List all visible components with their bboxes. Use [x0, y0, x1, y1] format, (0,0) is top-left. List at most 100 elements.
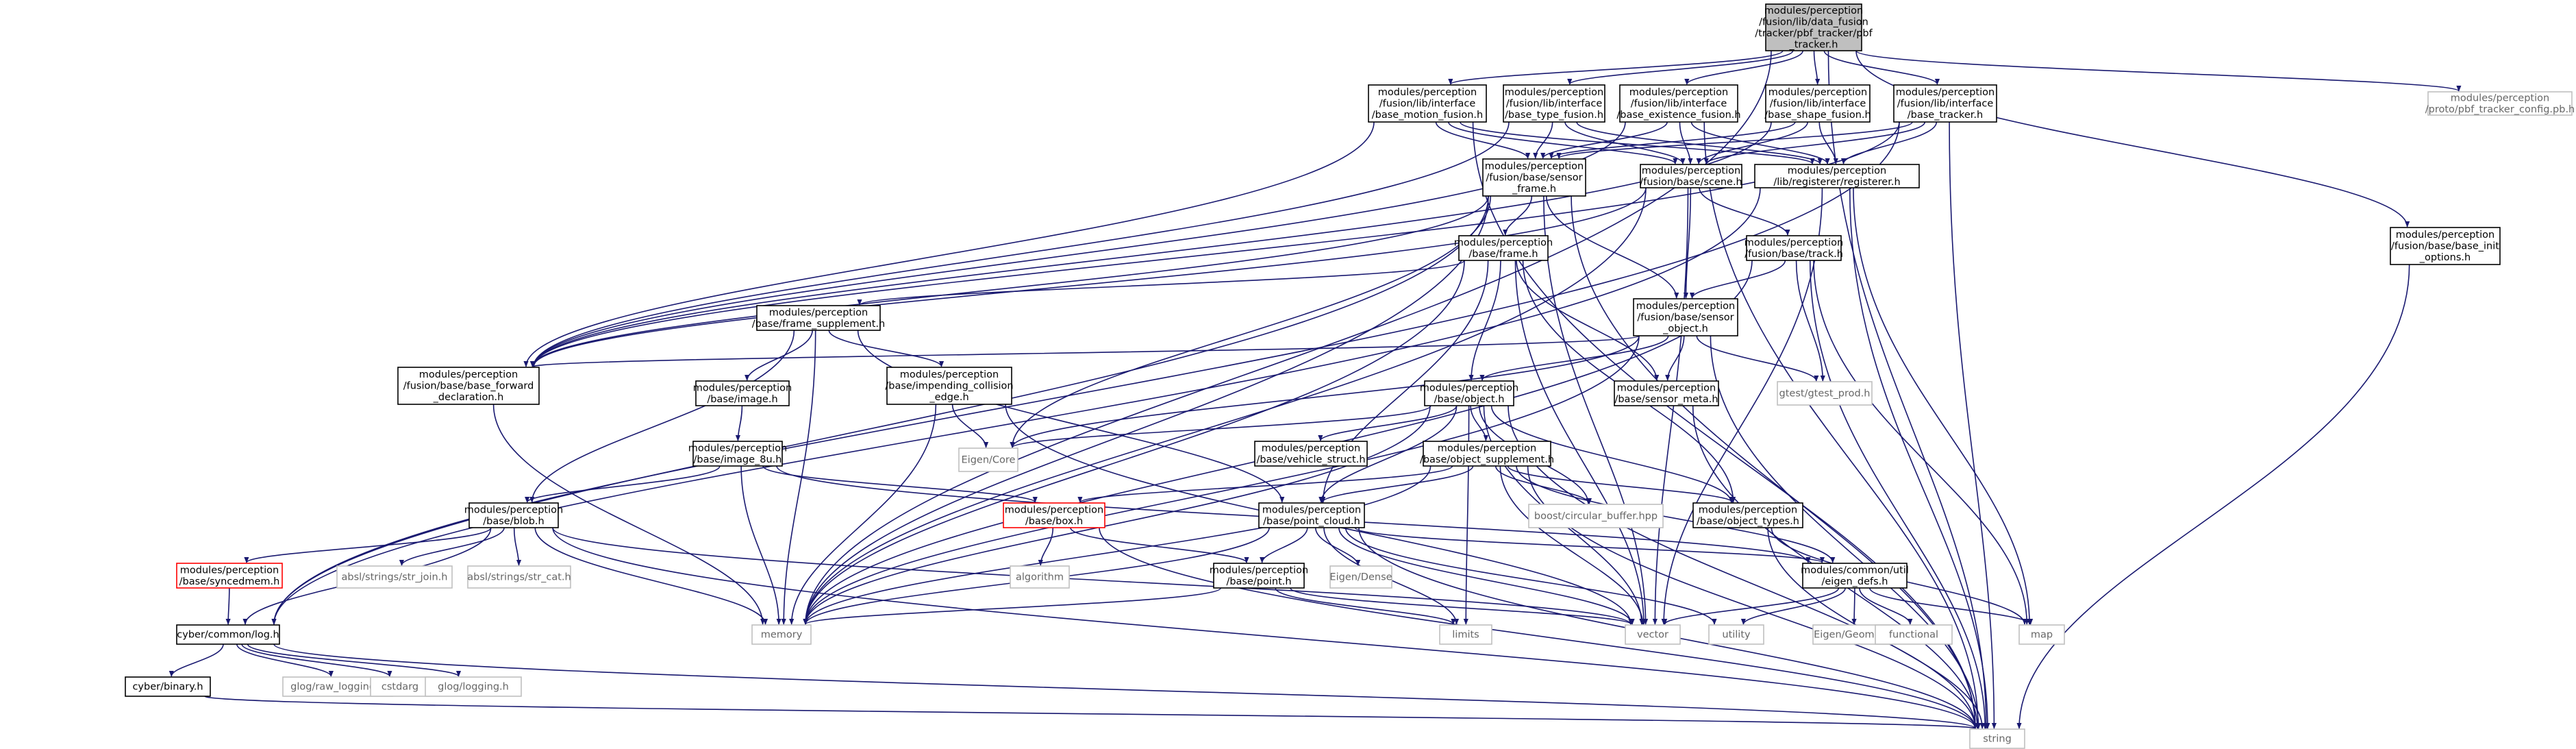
- edge-blob-to-memory: [534, 527, 768, 625]
- edge-sensor_object-to-string: [1710, 335, 1981, 729]
- edge: [1556, 121, 1913, 159]
- node-box: [467, 565, 571, 589]
- node-motion_fusion[interactable]: modules/perception/fusion/lib/interface/…: [1368, 84, 1487, 123]
- node-label-line: /base_tracker.h: [1908, 110, 1983, 121]
- node-label-line: /base/frame_supplement.h: [752, 319, 885, 330]
- node-object[interactable]: modules/perception/base/object.h: [1420, 380, 1518, 406]
- node-frame_supplement[interactable]: modules/perception/base/frame_supplement…: [752, 305, 885, 331]
- edge: [1540, 121, 1668, 159]
- node-box: [1692, 502, 1803, 528]
- node-image[interactable]: modules/perception/base/image.h: [693, 380, 792, 406]
- edge-layer: [168, 50, 2462, 729]
- node-binary[interactable]: cyber/binary.h: [125, 676, 211, 697]
- node-label-line: cyber/binary.h: [132, 682, 203, 693]
- edge-shape_fusion-to-sensor_frame: [1549, 121, 1796, 159]
- edge: [492, 404, 766, 625]
- node-object_supplement[interactable]: modules/perception/base/object_supplemen…: [1420, 441, 1554, 467]
- node-fwd_decl[interactable]: modules/perception/fusion/base/base_forw…: [397, 367, 540, 405]
- node-syncedmem[interactable]: modules/perception/base/syncedmem.h: [176, 563, 283, 589]
- node-label-line: functional: [1889, 630, 1938, 641]
- edge-sensor_object-to-object: [1479, 335, 1669, 381]
- edge: [1571, 195, 1978, 729]
- node-box: [1640, 164, 1742, 188]
- node-label-line: modules/common/util: [1801, 565, 1909, 576]
- node-box[interactable]: modules/perception/base/box.h: [1003, 502, 1105, 528]
- node-vehicle_struct[interactable]: modules/perception/base/vehicle_struct.h: [1254, 441, 1368, 467]
- edge-object-to-object_supplement: [1470, 405, 1489, 441]
- node-box: [1777, 381, 1873, 406]
- node-box: [1368, 84, 1487, 123]
- node-frame[interactable]: modules/perception/base/frame.h: [1454, 235, 1553, 261]
- node-base_tracker[interactable]: modules/perception/fusion/lib/interface/…: [1893, 84, 1997, 123]
- node-root[interactable]: modules/perception/fusion/lib/data_fusio…: [1755, 3, 1873, 51]
- node-label-line: /lib/registerer/registerer.h: [1773, 177, 1900, 188]
- node-sensor_object[interactable]: modules/perception/fusion/base/sensor_ob…: [1633, 298, 1738, 336]
- node-label-line: /fusion/base/sensor: [1637, 312, 1734, 323]
- node-shape_fusion[interactable]: modules/perception/fusion/lib/interface/…: [1764, 84, 1871, 123]
- node-track[interactable]: modules/perception/fusion/base/track.h: [1745, 235, 1843, 261]
- node-circular_buffer: boost/circular_buffer.hpp: [1528, 504, 1664, 528]
- edge-base_init_options-to-string: [2016, 264, 2410, 729]
- node-pbf_config: modules/perception/proto/pbf_tracker_con…: [2425, 91, 2575, 116]
- edge: [781, 330, 816, 625]
- node-sensor_frame[interactable]: modules/perception/fusion/base/sensor_fr…: [1482, 158, 1586, 197]
- edge: [803, 465, 1431, 625]
- node-label-line: glog/logging.h: [438, 682, 509, 693]
- node-box: [1213, 563, 1305, 589]
- edge: [1869, 587, 2034, 625]
- edge: [803, 405, 1431, 625]
- edge: [1514, 260, 1647, 625]
- edge: [1275, 587, 1456, 625]
- node-label-line: modules/perception: [769, 307, 868, 318]
- node-eigen_defs[interactable]: modules/common/util/eigen_defs.h: [1801, 563, 1909, 589]
- edge-type_fusion-to-scene: [1564, 121, 1686, 164]
- node-label-line: modules/perception: [1768, 87, 1867, 98]
- node-registerer[interactable]: modules/perception/lib/registerer/regist…: [1754, 164, 1920, 188]
- node-scene[interactable]: modules/perception/fusion/base/scene.h: [1640, 164, 1742, 188]
- node-point[interactable]: modules/perception/base/point.h: [1210, 563, 1308, 589]
- node-image_8u[interactable]: modules/perception/base/image_8u.h: [688, 441, 787, 467]
- edge-point_cloud-to-utility: [1345, 527, 1717, 625]
- node-point_cloud[interactable]: modules/perception/base/point_cloud.h: [1258, 502, 1365, 528]
- edge: [1818, 121, 1838, 164]
- edge-blob-to-string: [552, 527, 1978, 729]
- edge: [857, 330, 1285, 503]
- edge: [1564, 121, 1686, 164]
- node-limits: limits: [1439, 624, 1492, 645]
- edge-syncedmem-to-log: [225, 587, 231, 625]
- node-type_fusion[interactable]: modules/perception/fusion/lib/interface/…: [1503, 84, 1605, 123]
- node-log[interactable]: cyber/common/log.h: [176, 624, 280, 645]
- node-base_init_options[interactable]: modules/perception/fusion/base/base_init…: [2390, 227, 2501, 265]
- edge: [1038, 527, 1054, 566]
- node-object_types[interactable]: modules/perception/base/object_types.h: [1692, 502, 1803, 528]
- node-label-line: modules/perception: [1788, 165, 1886, 176]
- edge: [1338, 527, 1635, 625]
- node-box: [695, 380, 790, 406]
- node-label-line: /fusion/lib/interface: [1897, 99, 1994, 110]
- node-impending[interactable]: modules/perception/base/impending_collis…: [885, 367, 1014, 405]
- edge: [529, 195, 1489, 367]
- edge-existence_fusion-to-registerer: [1690, 121, 1830, 164]
- node-box: [1503, 84, 1605, 123]
- edge-type_fusion-to-registerer: [1576, 121, 1823, 164]
- edge: [534, 527, 768, 625]
- node-box: [1754, 164, 1920, 188]
- node-functional: functional: [1875, 624, 1953, 645]
- node-label-line: Eigen/Core: [962, 455, 1016, 466]
- node-box: [1003, 502, 1105, 528]
- edge-eigen_defs-to-functional: [1859, 587, 1913, 625]
- node-label-line: /base/image_8u.h: [694, 454, 782, 465]
- edge-registerer-to-string: [1849, 187, 1990, 729]
- node-label-line: modules/perception: [180, 565, 279, 576]
- edge-frame_supplement-to-memory: [781, 330, 816, 625]
- node-label-line: /base_type_fusion.h: [1505, 110, 1603, 121]
- node-label-line: modules/perception: [1896, 87, 1994, 98]
- node-existence_fusion[interactable]: modules/perception/fusion/lib/interface/…: [1616, 84, 1741, 123]
- edge: [1576, 121, 1823, 164]
- node-label-line: /base/object_types.h: [1697, 516, 1799, 527]
- node-box: [1329, 565, 1392, 589]
- node-sensor_meta[interactable]: modules/perception/base/sensor_meta.h: [1614, 380, 1719, 406]
- node-label-line: _frame.h: [1512, 184, 1556, 195]
- node-blob[interactable]: modules/perception/base/blob.h: [464, 502, 563, 528]
